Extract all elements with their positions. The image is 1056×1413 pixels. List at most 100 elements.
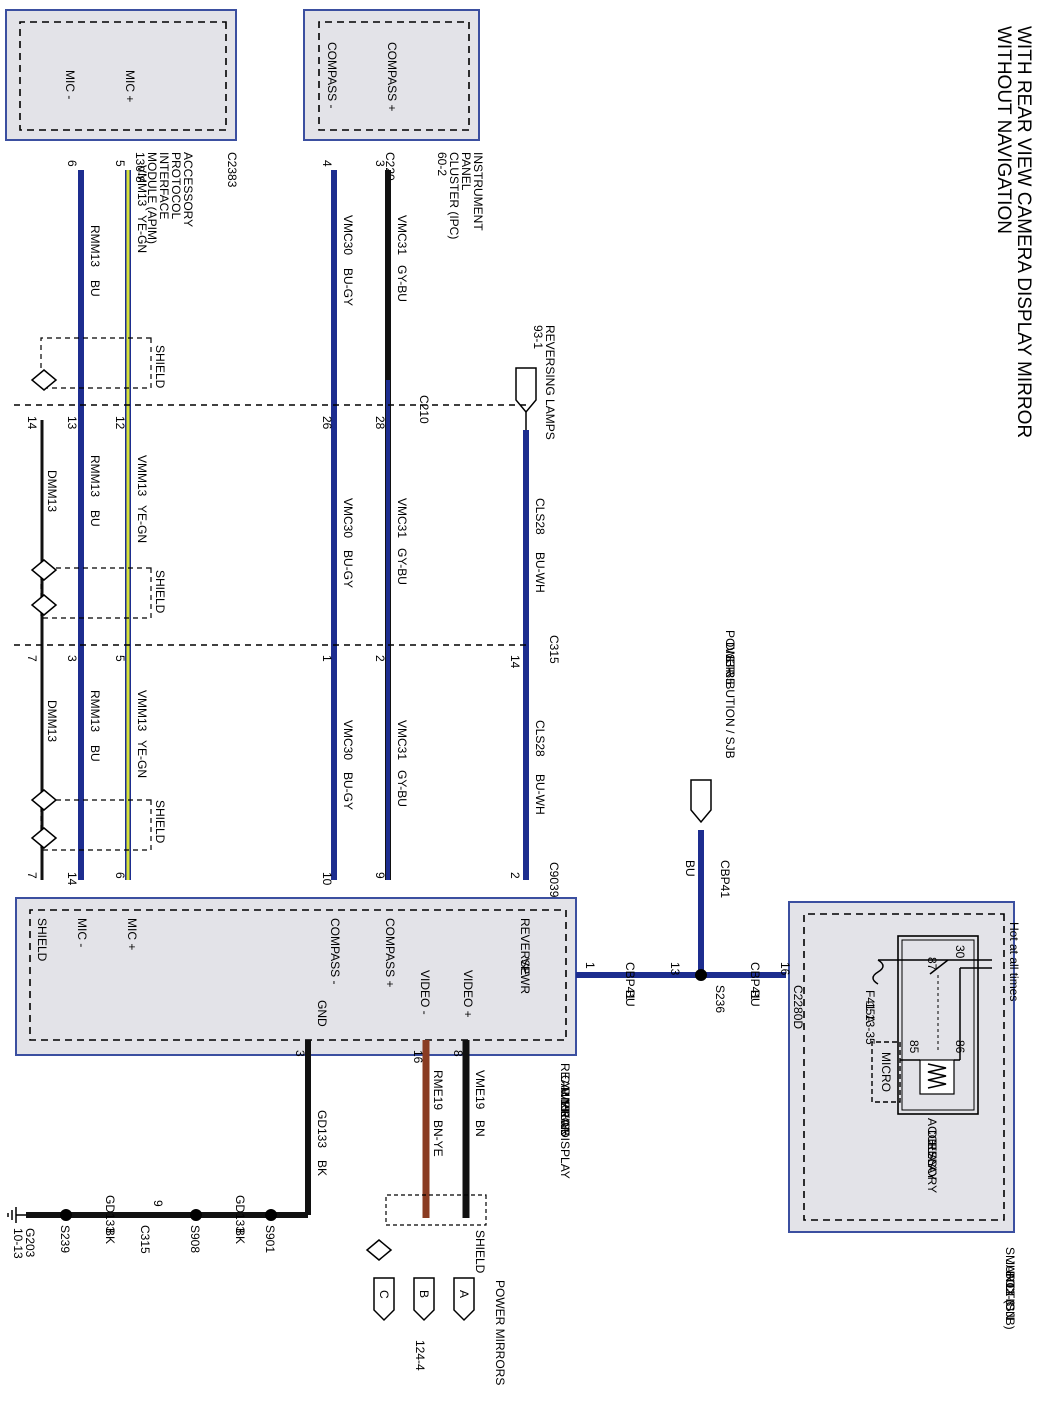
shield-1-outline: [40, 337, 152, 389]
apim-name-line1: ACCESSORY: [181, 152, 195, 227]
wire-power-label-a: CBP41: [623, 962, 637, 1000]
shield-2a-ground-icon: [30, 559, 58, 581]
relay-coil-resistor-icon: [927, 1063, 947, 1089]
mirror-name-line4: 151-35: [558, 1099, 572, 1137]
shield-3b-ground-icon: [30, 827, 58, 849]
wire-reverse-color-b: BU-WH: [533, 774, 547, 815]
mirror-dashed-outline: [29, 909, 567, 1041]
shield-group-3: SHIELD: [30, 789, 167, 851]
wire-mic-minus-color-c: BU: [88, 745, 102, 762]
rotated-schematic: WITH REAR VIEW CAMERA DISPLAY MIRROR WIT…: [5, 9, 1034, 1385]
wire-compass-minus: VMC30 BU-GY VMC30 BU-GY VMC30 BU-GY: [331, 170, 355, 880]
diagram-title-line1: WITH REAR VIEW CAMERA DISPLAY MIRROR: [1013, 26, 1034, 438]
power-dist-line2: DISTRIBUTION / SJB: [723, 642, 737, 759]
splice-s908-label: S908: [188, 1225, 202, 1253]
apim-dashed-outline: [19, 21, 227, 131]
c315-pin-3: 3: [65, 655, 79, 662]
ipc-module: COMPASS + COMPASS - INSTRUMENT PANEL CLU…: [303, 9, 485, 239]
splice-s901-icon: [265, 1209, 277, 1221]
power-pin-16: 16: [778, 962, 792, 976]
c315-label: C315: [547, 635, 561, 664]
wire-reverse-color-a: BU-WH: [533, 552, 547, 593]
wire-mic-minus-label-a: RMM13: [88, 225, 102, 267]
wire-drain-label-b: DMM13: [45, 700, 59, 742]
power-pin-1: 1: [583, 962, 597, 969]
relay-name-line1: ACCESSORY: [925, 1118, 939, 1193]
wire-mic-plus-label-c: VMM13: [135, 690, 149, 732]
wire-ground-color-a: BK: [315, 1160, 329, 1176]
apim-name-line4: MODULE (APIM): [145, 152, 159, 244]
video-shield-outline: [385, 1194, 487, 1226]
mirror-name-line2: CAMERA DISPLAY: [558, 1075, 572, 1179]
wire-ground: GD133 BK 3 S901 S908 S239 GD133 BK GD133…: [7, 1040, 329, 1259]
shield-2b-ground-icon: [30, 594, 58, 616]
wire-mic-minus-color-a: BU: [88, 280, 102, 297]
mirror-pin-16: 16: [411, 1050, 425, 1064]
apim-module: MIC + MIC - C2383 ACCESSORY PROTOCOL INT…: [5, 9, 239, 244]
fuse-label-line1: F41: [863, 990, 877, 1011]
splice-s239-label: S239: [58, 1225, 72, 1253]
fuse-label-line3: 13-35: [863, 1014, 877, 1045]
sjb-name-line4: 11-3: [1003, 1283, 1017, 1306]
shield-group-2: SHIELD: [30, 559, 167, 619]
apim-pin-6: 6: [65, 160, 79, 167]
wire-power-label-c: CBP41: [718, 860, 732, 898]
c210-pin-28: 28: [373, 416, 387, 430]
ipc-pin-compass-plus: COMPASS +: [385, 42, 399, 111]
wire-power-color-b: BU: [748, 990, 762, 1007]
shield-group-1: SHIELD: [30, 337, 167, 391]
mirror-connector-a-icon: [453, 1277, 475, 1322]
ipc-pin-compass-minus: COMPASS -: [325, 42, 339, 108]
wire-video-minus-color: BN-YE: [431, 1120, 445, 1157]
relay-outer: [897, 935, 979, 1115]
splice-s239-icon: [60, 1209, 72, 1221]
apim-box: [5, 9, 237, 141]
wire-compass-plus-color-b: GY-BU: [395, 548, 409, 585]
power-dist-line3: 13-35: [723, 654, 737, 685]
mirror-pin-compass-plus: COMPASS +: [383, 918, 397, 987]
power-mirrors-page: 124-4: [413, 1340, 427, 1371]
c210-pin-14: 14: [25, 416, 39, 430]
sjb-name-line1: SMART: [1003, 1247, 1017, 1289]
ipc-dashed-outline: [318, 21, 470, 131]
shield-3-outline: [40, 799, 152, 851]
relay-pin-30: 30: [953, 945, 967, 959]
wire-compass-minus-label-b: VMC30: [341, 498, 355, 538]
ipc-name-line2: PANEL: [459, 152, 473, 191]
mirror-connector-c-label: C: [377, 1290, 391, 1299]
ipc-pin-3: 3: [373, 160, 387, 167]
power-distribution-connector-icon: [690, 779, 712, 824]
mirror-connector-b-label: B: [417, 1290, 431, 1298]
wire-drain: DMM13 DMM13: [40, 420, 59, 880]
c315-pin-2: 2: [373, 655, 387, 662]
ground-g203-page: 10-13: [11, 1228, 25, 1259]
mirror-pin-video-minus: VIDEO -: [418, 970, 432, 1015]
wire-ground-label-c: GD133: [103, 1195, 117, 1233]
relay-name-line2: DELAY: [925, 1130, 939, 1168]
wire-ground-label-a: GD133: [315, 1110, 329, 1148]
c315-pin-1: 1: [320, 655, 334, 662]
shield-3a-ground-icon: [30, 789, 58, 811]
c9039-pin-2: 2: [508, 872, 522, 879]
wire-compass-minus-color-b: BU-GY: [341, 550, 355, 588]
splice-s908-icon: [190, 1209, 202, 1221]
video-shield-label: SHIELD: [473, 1230, 487, 1274]
wire-mic-plus: VMM13 YE-GN VMM13 YE-GN VMM13 YE-GN: [125, 165, 149, 880]
c2280d-label: C2280D: [791, 985, 805, 1029]
wire-ground-color-b: BK: [233, 1228, 247, 1244]
wire-video-plus-color: BN: [473, 1120, 487, 1137]
relay-name-line3: RELAY: [925, 1142, 939, 1180]
wire-compass-plus: VMC31 GY-BU VMC31 GY-BU VMC31 GY-BU: [385, 170, 409, 880]
mirror-module: MIC + MIC - SHIELD COMPASS + COMPASS - R…: [15, 897, 577, 1179]
reversing-lamps-page: 93-1: [531, 325, 545, 349]
wire-reverse-label-a: CLS28: [533, 498, 547, 535]
diagram-title-line2: WITHOUT NAVIGATION: [993, 26, 1014, 234]
wire-mic-minus-label-c: RMM13: [88, 690, 102, 732]
mirror-name-line3: MIRROR: [558, 1087, 572, 1136]
c9039-pin-10: 10: [320, 872, 334, 886]
wire-power-color-c: BU: [683, 860, 697, 877]
sjb-name-line2: JUNCTION: [1003, 1259, 1017, 1320]
wire-drain-label-a: DMM13: [45, 470, 59, 512]
shield-3-label: SHIELD: [153, 800, 167, 844]
fuse-f41-icon: [872, 959, 884, 985]
